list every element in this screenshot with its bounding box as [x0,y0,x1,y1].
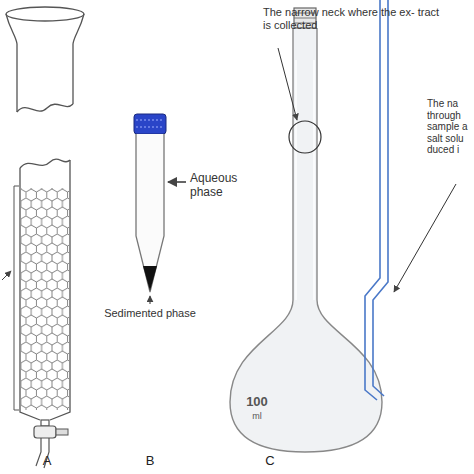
tube-pointer [394,184,456,292]
stopcock-neck [41,420,49,426]
flask-body [230,28,382,452]
figure-label: ml [240,411,274,421]
figure-label: A [32,454,62,469]
tube-cap [134,114,166,134]
label-holder: C [255,454,285,469]
column-tube-upper [17,44,73,112]
figure-label: Sedimented phase [95,307,205,320]
label-holder: The na through sample a salt solu duced … [427,98,473,156]
sediment-pointer [150,296,151,304]
cap-grip [136,120,164,127]
bracket-pointer [2,271,11,280]
tube-break [17,104,73,112]
aqueous-pointer [168,181,186,183]
label-holder: B [135,454,165,469]
stopcock-body [34,426,56,438]
sediment-drop [143,266,157,291]
figure-label: B [135,454,165,469]
neck-pointer [278,48,297,120]
label-holder: A [32,454,62,469]
funnel-wall [6,14,84,44]
stopcock-handle [56,429,68,435]
neck-highlight [296,60,314,300]
figure-label: The na through sample a salt solu duced … [427,98,473,156]
label-holder: 100 [240,395,274,410]
bed-bracket [14,186,19,410]
label-holder: ml [240,411,274,421]
figure-label: 100 [240,395,274,410]
figure-label: Aqueous phase [190,172,252,200]
tube-break [20,159,70,168]
figure-label: C [255,454,285,469]
figure-label: The narrow neck where the ex- tract is c… [263,6,441,31]
packed-bed [21,188,69,410]
label-holder: The narrow neck where the ex- tract is c… [263,6,441,31]
label-holder: Sedimented phase [95,307,205,320]
side-tube-inner [365,0,380,400]
tube-body [136,134,164,292]
column-tube-lower [20,160,70,420]
neck-circle [289,121,321,153]
label-holder: Aqueous phase [190,172,252,200]
funnel-rim [6,7,84,21]
